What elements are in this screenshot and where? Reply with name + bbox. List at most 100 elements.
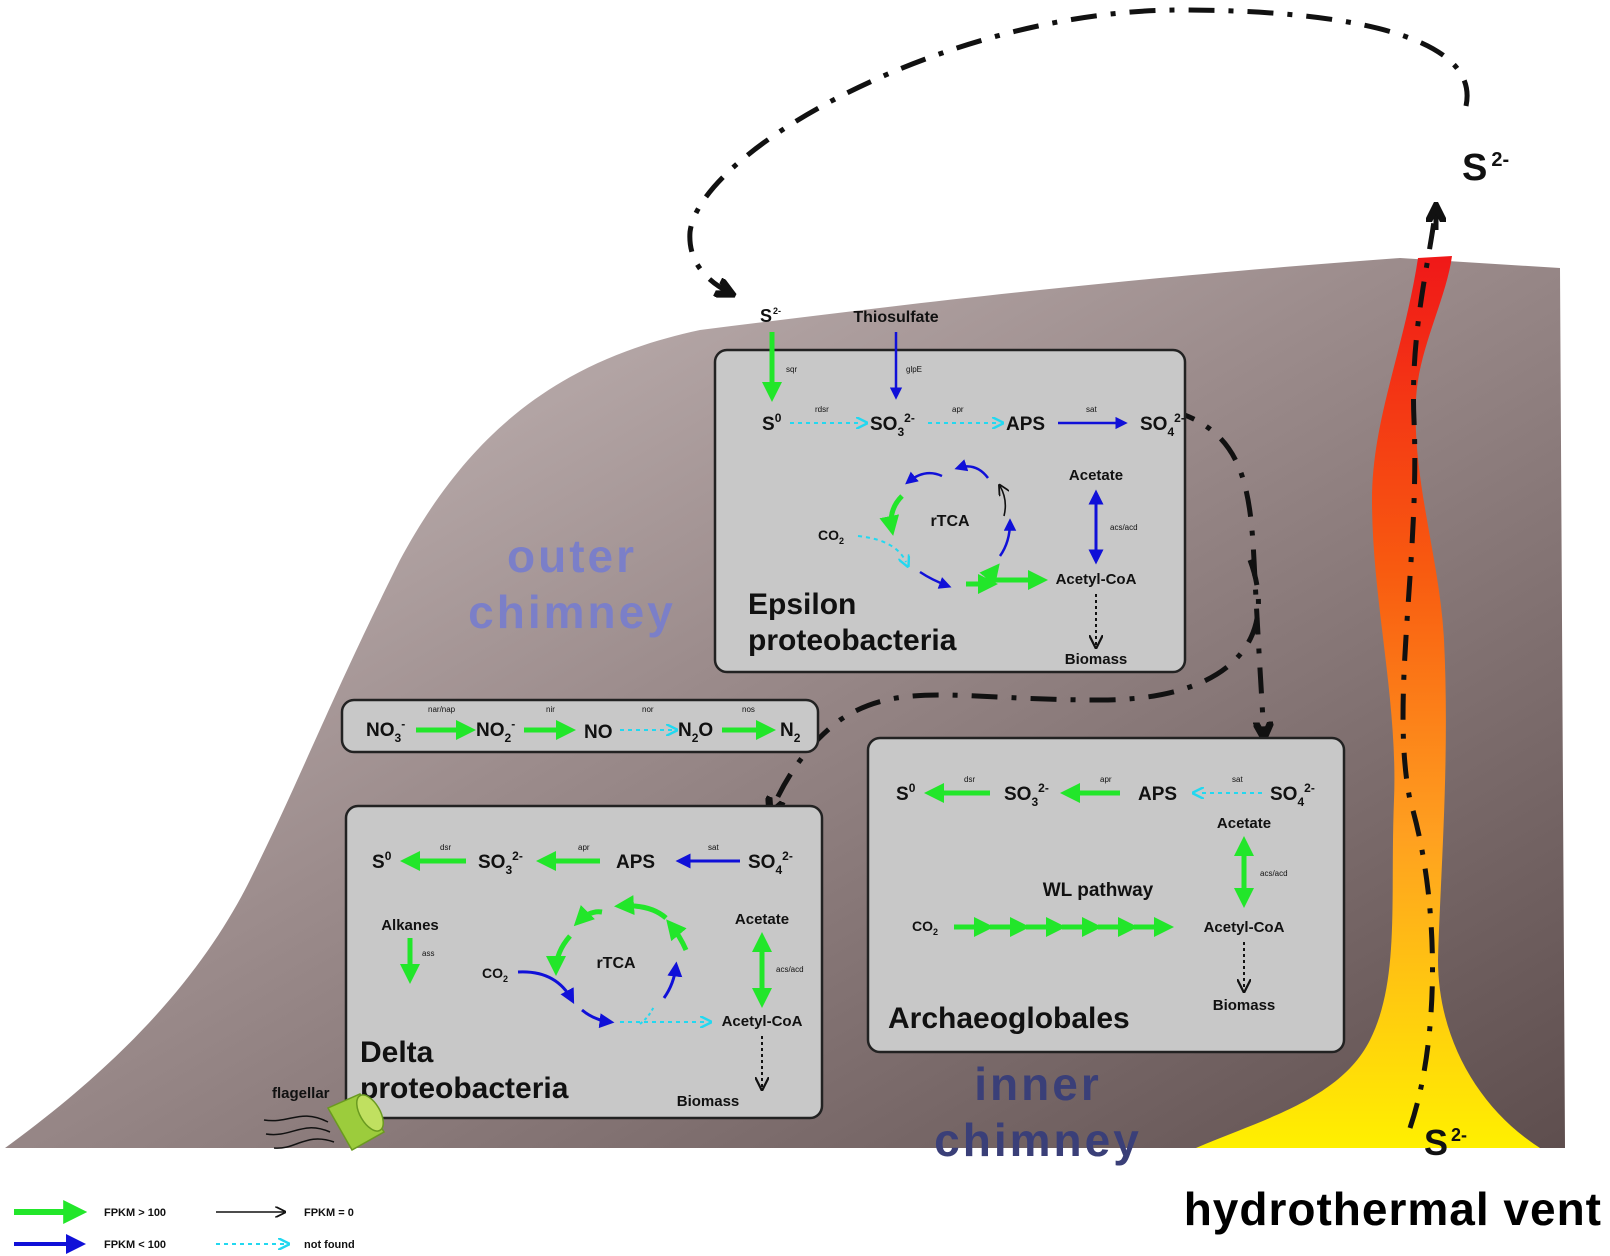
rtca-arrow-5 [998,518,1017,557]
rtca-arrow-4 [1000,486,1005,517]
epsilon-pathway: sqr glpE S0 rdsr SO32- apr APS sat SO42-… [748,332,1185,668]
enzyme-arc-sat: sat [1232,775,1243,784]
del-rtca-2 [614,895,668,920]
enzyme-del-acs: acs/acd [776,965,804,974]
arc-acetyl-coa: Acetyl-CoA [1204,919,1285,936]
arc-acetate: Acetate [1217,815,1271,832]
del-alkanes: Alkanes [381,917,439,934]
enzyme-apr: apr [952,405,964,414]
no3: NO3- [366,717,405,745]
eps-co2: CO2 [818,527,844,546]
eps-aps: APS [1006,414,1045,435]
epsilon-box [713,348,1187,674]
legend-black-label: FPKM = 0 [304,1207,354,1219]
legend-green-label: FPKM > 100 [104,1207,166,1219]
enzyme-nar: nar/nap [428,705,456,714]
enzyme-ass: ass [422,949,434,958]
inner-zone-label: inner [974,1058,1101,1110]
eps-acetyl-coa: Acetyl-CoA [1056,571,1137,588]
sulfide-path-epsilon-archaeo [1169,407,1264,738]
entry-sulfide: S2- [760,306,781,326]
del-rtca-4 [666,919,689,951]
enzyme-acs: acs/acd [1110,523,1138,532]
del-acetate: Acetate [735,911,789,928]
n2o: N2O [678,720,713,745]
arc-name: Archaeoglobales [888,1002,1130,1035]
enzyme-arc-apr: apr [1100,775,1112,784]
eps-s0: S0 [762,411,782,435]
n2: N2 [780,720,801,745]
rtca-arrow-1 [905,471,943,485]
del-co2-arrow [517,970,575,1004]
legend: FPKM > 100 FPKM < 100 FPKM = 0 not found [14,1200,355,1254]
delta-pathway: S0 dsr SO32- apr APS sat SO42- Alkanes a… [360,843,804,1110]
enzyme-arc-dsr: dsr [964,775,975,784]
del-aps: APS [616,852,655,873]
eps-so3: SO32- [870,411,915,439]
inner-zone-label-2: chimney [934,1114,1142,1166]
eps-so4: SO42- [1140,411,1185,439]
outer-zone-label: outer [507,530,637,582]
rtca-arrow-2 [954,459,989,479]
enzyme-glpe: glpE [906,365,922,374]
del-cyan-small [639,1005,655,1025]
enzyme-del-dsr: dsr [440,843,451,852]
archaeo-box [866,736,1346,1054]
no2: NO2- [476,717,515,745]
enzyme-rdsr: rdsr [815,405,829,414]
del-rtca: rTCA [596,955,636,972]
enzyme-nos: nos [742,705,755,714]
outer-zone-label-2: chimney [468,586,676,638]
del-co2: CO2 [482,965,508,984]
co2-arrow [857,535,906,562]
eps-biomass: Biomass [1065,651,1128,668]
flagellar-label: flagellar [272,1085,330,1102]
eps-rtca: rTCA [930,513,970,530]
eps-name-1: Epsilon [748,588,856,621]
arc-so3: SO32- [1004,781,1049,809]
del-rtca-3 [546,934,572,976]
enzyme-nor: nor [642,705,654,714]
thiosulfate-label: Thiosulfate [853,309,938,326]
del-rtca-1 [573,905,603,927]
archaeo-pathway: S0 dsr SO32- apr APS sat SO42- Acetate a… [888,775,1315,1035]
legend-blue-label: FPKM < 100 [104,1239,166,1251]
arc-biomass: Biomass [1213,997,1276,1014]
rtca-arrow-6 [919,570,952,589]
arc-so4: SO42- [1270,781,1315,809]
enzyme-nir: nir [546,705,555,714]
del-s0: S0 [372,849,392,873]
nitrogen-pathway: NO3- nar/nap NO2- nir NO nor N2O nos N2 [366,705,801,745]
sulfide-path-vent [1400,205,1439,1129]
arc-aps: APS [1138,784,1177,805]
sulfide-path-top [687,7,1470,294]
delta-box [344,804,824,1120]
enzyme-arc-acs: acs/acd [1260,869,1288,878]
del-blue-2 [581,1008,615,1029]
del-biomass: Biomass [677,1093,740,1110]
arc-wl: WL pathway [1043,880,1154,901]
enzyme-sat: sat [1086,405,1097,414]
del-name-1: Delta [360,1036,434,1069]
vent-title: hydrothermal vent [1184,1183,1602,1235]
del-so4: SO42- [748,849,793,877]
del-so3: SO32- [478,849,523,877]
del-acetyl-coa: Acetyl-CoA [722,1013,803,1030]
eps-name-2: proteobacteria [748,624,957,657]
rtca-arrow-3 [879,494,904,536]
legend-cyan-label: not found [304,1239,355,1251]
enzyme-del-sat: sat [708,843,719,852]
sulfide-path-epsilon-delta [770,559,1261,814]
enzyme-del-apr: apr [578,843,590,852]
arc-s0: S0 [896,781,916,805]
eps-acetate: Acetate [1069,467,1123,484]
del-rtca-5 [662,961,683,999]
no: NO [584,722,613,743]
del-name-2: proteobacteria [360,1072,569,1105]
arc-co2: CO2 [912,918,938,937]
enzyme-sqr: sqr [786,365,797,374]
green-small [977,563,1000,592]
